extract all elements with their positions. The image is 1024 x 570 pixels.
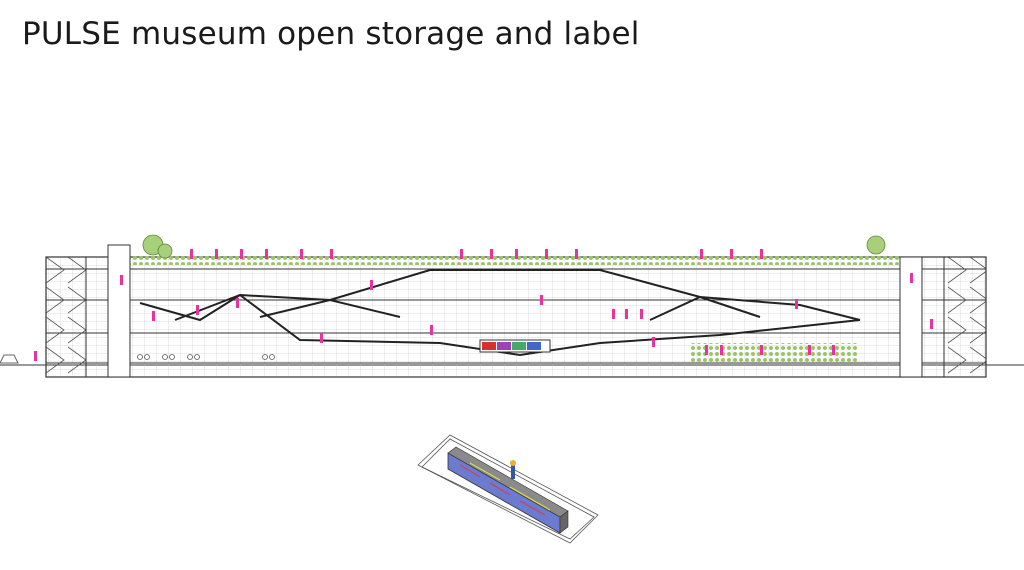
person-figure-icon [510,460,516,479]
slide-title: PULSE museum open storage and label [22,16,640,52]
open-storage-wall [479,339,551,353]
core-right [943,256,987,378]
storage-wall-axonometric [417,434,599,544]
axo-platform [417,434,599,544]
building-section-drawing [0,234,1024,378]
roof-greenery [130,255,900,265]
car-outline-icon [0,354,19,364]
people-figures [34,273,933,361]
axo-storage-wall [447,446,569,534]
tree-icon [866,235,886,255]
garden-patch [690,343,858,363]
core-left [45,256,87,378]
stair-tower-right [899,256,923,378]
tree-icon [142,234,173,259]
bicycle-icon [137,354,275,360]
stair-tower-left [107,244,131,378]
roof-people [190,249,763,259]
